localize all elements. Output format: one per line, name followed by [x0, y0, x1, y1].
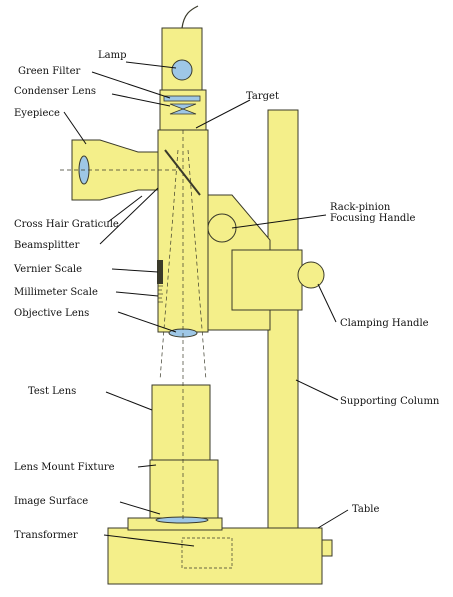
- label-objective-lens: Objective Lens: [14, 308, 90, 319]
- green-filter: [163, 95, 201, 102]
- test-lens-barrel: [151, 384, 211, 461]
- label-condenser-lens: Condenser Lens: [14, 86, 97, 97]
- label-beamsplitter: Beamsplitter: [14, 240, 80, 251]
- image-surface-glass: [155, 516, 209, 524]
- label-target: Target: [246, 91, 279, 102]
- lamp-housing: [161, 27, 203, 91]
- label-millimeter-scale: Millimeter Scale: [14, 287, 98, 298]
- supporting-column: [267, 109, 299, 529]
- label-eyepiece: Eyepiece: [14, 108, 60, 119]
- lamp-bulb: [171, 59, 193, 81]
- label-lamp: Lamp: [98, 50, 127, 61]
- label-green-filter: Green Filter: [18, 66, 81, 77]
- label-test-lens: Test Lens: [28, 386, 77, 397]
- column-bracket: [231, 249, 303, 311]
- eyepiece-tube: [71, 139, 159, 201]
- label-vernier-scale: Vernier Scale: [14, 264, 83, 275]
- label-lens-mount-fixture: Lens Mount Fixture: [14, 462, 115, 473]
- base-side-knob: [321, 539, 333, 557]
- label-transformer: Transformer: [14, 530, 78, 541]
- label-table: Table: [352, 504, 380, 515]
- millimeter-scale: [158, 285, 163, 303]
- label-supporting-column: Supporting Column: [340, 396, 440, 407]
- label-clamping-handle: Clamping Handle: [340, 318, 429, 329]
- beamsplitter-plate: [164, 149, 201, 196]
- condenser-lens: [169, 103, 197, 115]
- lamp-cord: [181, 5, 199, 29]
- label-cross-hair-graticule: Cross Hair Graticule: [14, 219, 119, 230]
- label-rack-pinion: Rack-pinion Focusing Handle: [330, 202, 416, 224]
- label-image-surface: Image Surface: [14, 496, 89, 507]
- clamping-handle-knob: [297, 261, 325, 289]
- rack-pinion-knob: [207, 213, 237, 243]
- transformer-outline: [181, 537, 233, 569]
- transformer-base: [107, 527, 323, 585]
- vernier-scale: [157, 260, 163, 284]
- lens-mount-fixture: [149, 459, 219, 519]
